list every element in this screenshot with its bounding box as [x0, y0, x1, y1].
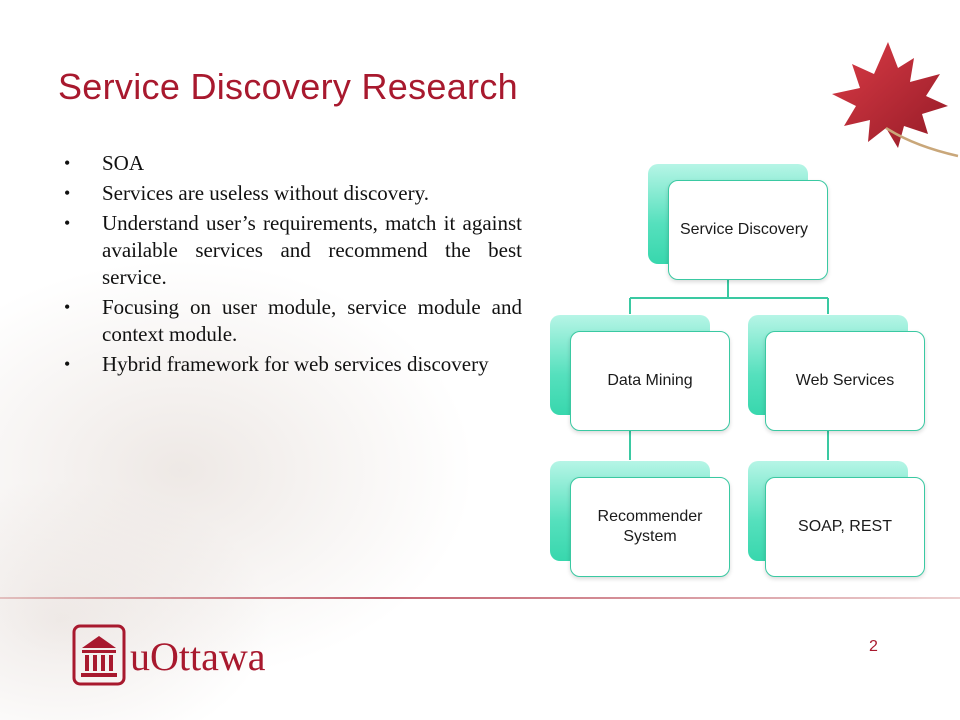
- brand-wordmark: uOttawa: [130, 634, 266, 679]
- node-web-services: Web Services: [765, 331, 925, 431]
- node-label: Data Mining: [607, 372, 693, 389]
- node-data-mining: Data Mining: [570, 331, 730, 431]
- bullet-glyph: •: [64, 153, 71, 173]
- bullet-text: Hybrid framework for web services discov…: [102, 352, 489, 376]
- node-label: SOAP, REST: [798, 518, 892, 535]
- bullet-text: Understand user’s requirements, match it…: [102, 211, 522, 289]
- connector-root: [629, 280, 829, 314]
- bullet-glyph: •: [64, 297, 71, 317]
- bullet-item: • Hybrid framework for web services disco…: [64, 351, 522, 378]
- node-soap-rest: SOAP, REST: [765, 477, 925, 577]
- page-number: 2: [869, 638, 878, 655]
- node-label: Service Discovery: [679, 221, 809, 238]
- node-label: Web Services: [795, 372, 895, 389]
- slide-title: Service Discovery Research: [58, 66, 518, 107]
- node-recommender-system: Recommender System: [570, 477, 730, 577]
- node-label: Recommender System: [597, 508, 703, 545]
- bullet-glyph: •: [64, 183, 71, 203]
- bullet-item: • Understand user’s requirements, match i…: [64, 210, 522, 291]
- bullet-list: • SOA • Services are useless without disco…: [64, 150, 522, 381]
- bullet-glyph: •: [64, 213, 71, 233]
- bullet-text: SOA: [102, 151, 145, 175]
- university-building-icon: [72, 624, 126, 686]
- bullet-glyph: •: [64, 354, 71, 374]
- bullet-item: • Focusing on user module, service module…: [64, 294, 522, 348]
- node-service-discovery: Service Discovery: [668, 180, 828, 280]
- bullet-item: • Services are useless without discovery.: [64, 180, 522, 207]
- bullet-item: • SOA: [64, 150, 522, 177]
- footer-divider: [0, 597, 960, 599]
- diagram-connectors: [629, 280, 829, 460]
- maple-leaf-icon: [832, 42, 959, 158]
- bullet-text: Focusing on user module, service module …: [102, 295, 522, 346]
- bullet-text: Services are useless without discovery.: [102, 181, 429, 205]
